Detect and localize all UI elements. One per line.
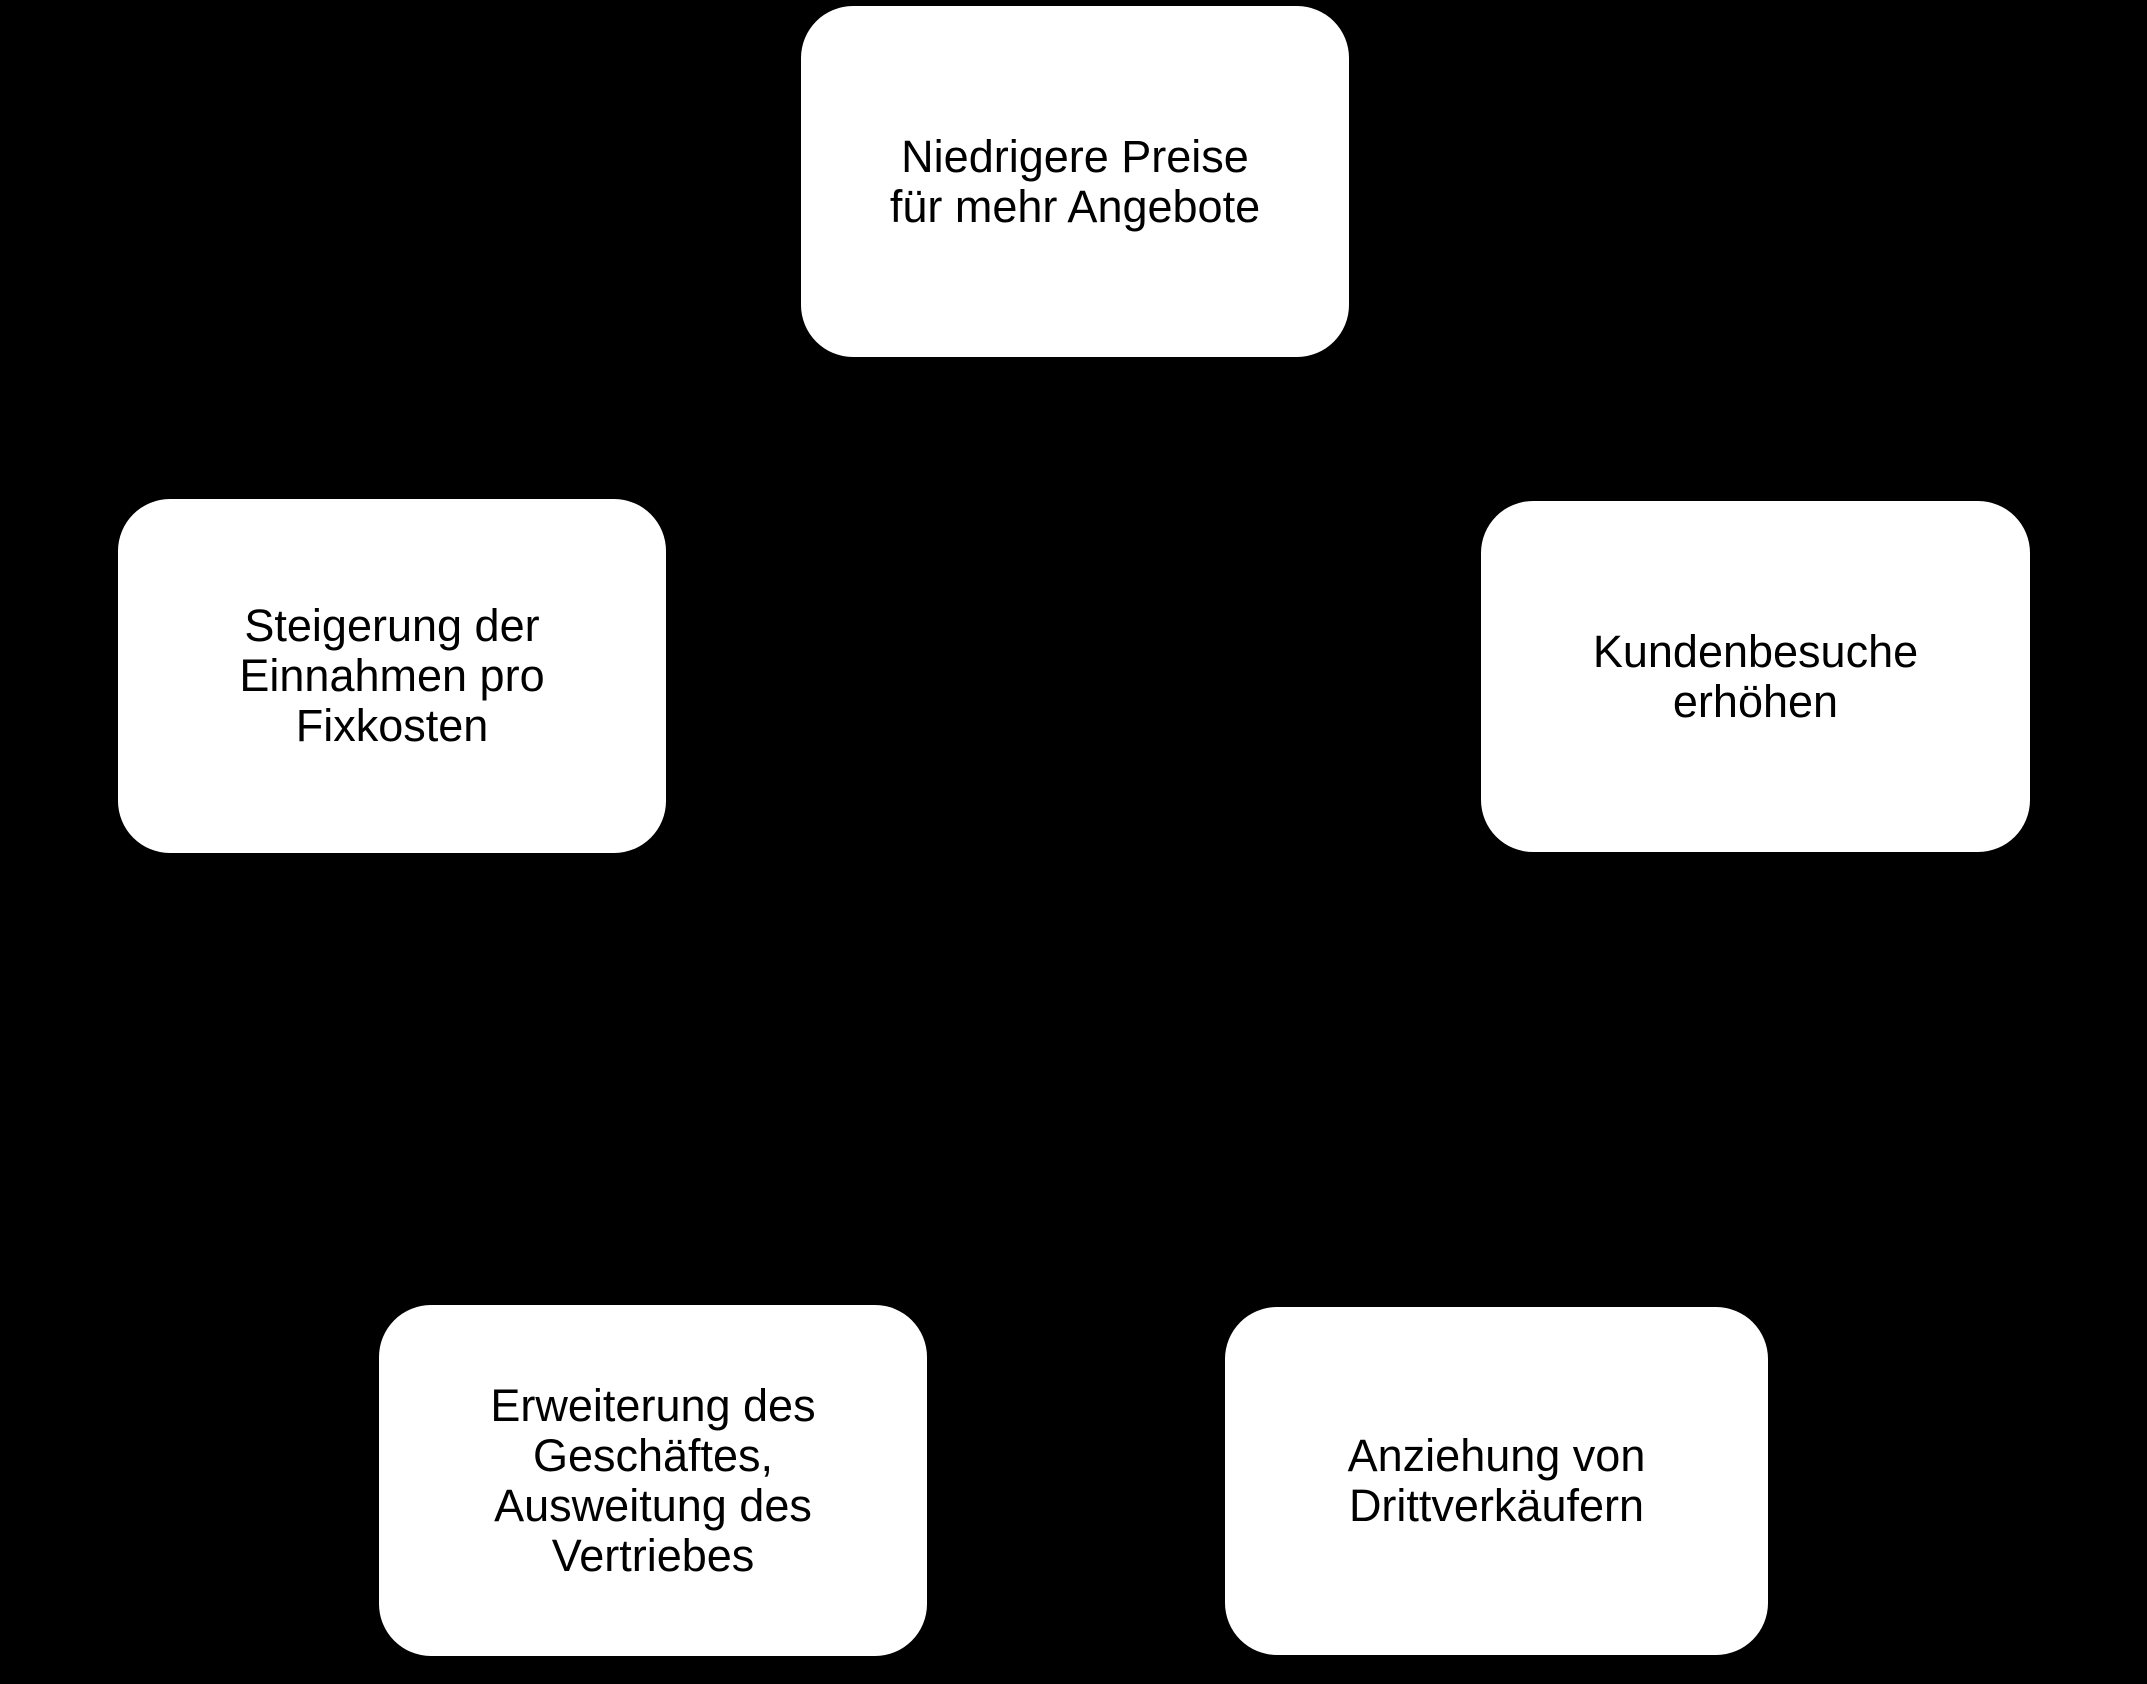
label-line: für mehr Angebote	[889, 180, 1261, 232]
node-erweiterung-geschaeft: Erweiterung des Geschäftes, Ausweitung d…	[379, 1305, 927, 1656]
label-line: Drittverkäufern	[1348, 1480, 1645, 1531]
label-line: Ausweitung des	[494, 1479, 812, 1531]
label-line: Steigerung der	[244, 600, 540, 651]
node-steigerung-einnahmen: Steigerung der Einnahmen pro Fixkosten	[118, 499, 666, 853]
node-kundenbesuche: Kundenbesuche erhöhen	[1481, 501, 2030, 852]
label-line: Erweiterung des	[490, 1379, 816, 1431]
node-anziehung-drittverkaeufer-label: Anziehung von Drittverkäufern	[1348, 1431, 1646, 1531]
node-niedrigere-preise: Niedrigere Preise für mehr Angebote	[801, 6, 1349, 357]
node-erweiterung-geschaeft-label: Erweiterung des Geschäftes, Ausweitung d…	[490, 1379, 816, 1581]
label-line: Niedrigere Preise	[901, 130, 1249, 182]
node-steigerung-einnahmen-label: Steigerung der Einnahmen pro Fixkosten	[239, 601, 544, 751]
label-line: Fixkosten	[295, 700, 489, 751]
label-line: erhöhen	[1672, 675, 1839, 727]
label-line: Einnahmen pro	[239, 650, 545, 701]
label-line: Geschäftes,	[532, 1429, 774, 1481]
node-anziehung-drittverkaeufer: Anziehung von Drittverkäufern	[1225, 1307, 1768, 1655]
node-kundenbesuche-label: Kundenbesuche erhöhen	[1592, 625, 1919, 727]
label-line: Kundenbesuche	[1592, 625, 1919, 677]
node-niedrigere-preise-label: Niedrigere Preise für mehr Angebote	[889, 130, 1261, 232]
label-line: Anziehung von	[1347, 1430, 1646, 1481]
label-line: Vertriebes	[551, 1529, 755, 1581]
